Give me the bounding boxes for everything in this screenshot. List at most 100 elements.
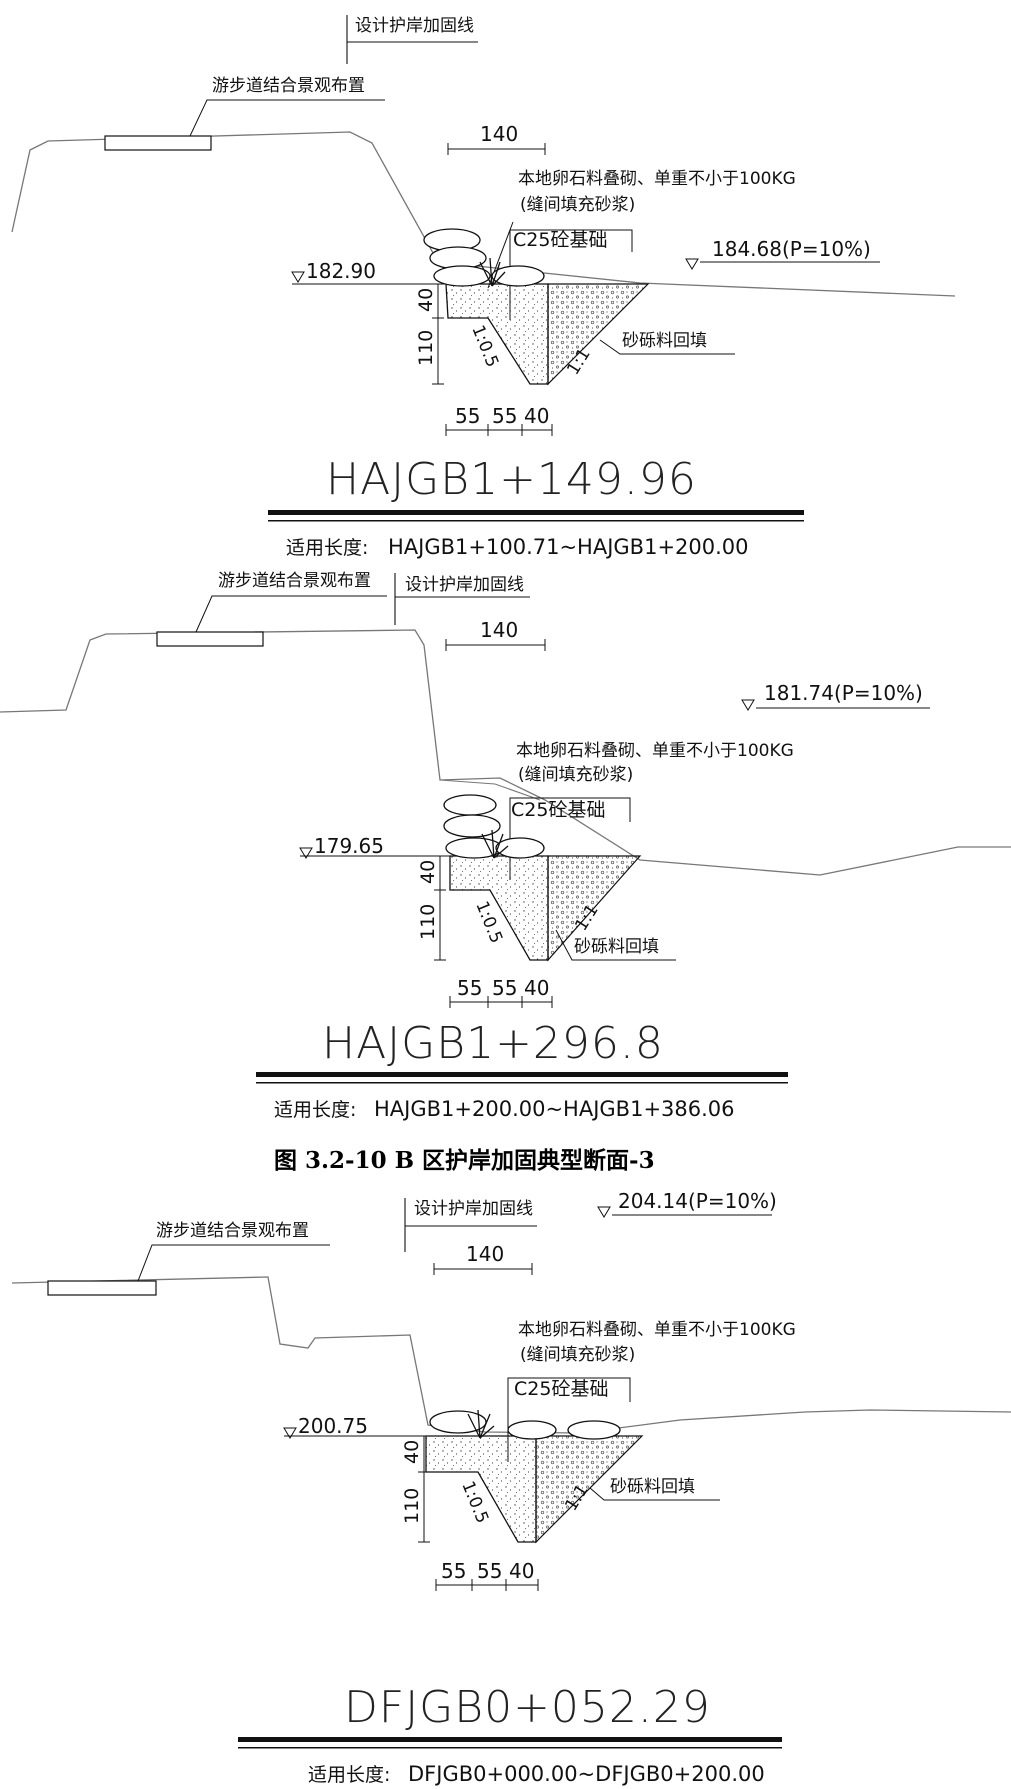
walkway-slab xyxy=(47,1280,157,1296)
title-underline-thick xyxy=(256,1072,788,1077)
title-underline-thin xyxy=(256,1082,788,1084)
concrete-foundation xyxy=(449,855,549,961)
bottom-dim-2: 55 xyxy=(492,404,517,428)
bottom-dim-3: 40 xyxy=(524,976,549,1000)
top-dim-label: 40 xyxy=(415,288,437,312)
bottom-dim-1: 55 xyxy=(441,1559,466,1583)
width-label: 140 xyxy=(480,122,518,146)
stone-label: 本地卵石料叠砌、单重不小于100KG xyxy=(516,741,794,761)
bottom-dim-1: 55 xyxy=(457,976,482,1000)
bottom-dimension xyxy=(445,424,553,436)
gravel-backfill xyxy=(547,855,642,962)
plant-symbol xyxy=(467,1409,495,1439)
stone-label: 本地卵石料叠砌、单重不小于100KG xyxy=(518,1320,796,1340)
cobble-stones xyxy=(429,1410,621,1440)
section-2: 游步道结合景观布置 设计护岸加固线 140 本地卵石料叠砌、单重不小于100KG… xyxy=(0,571,1011,1121)
station-title: HAJGB1+296.8 xyxy=(322,1018,664,1069)
left-elevation-marker xyxy=(291,271,305,283)
walkway-leader xyxy=(189,99,385,137)
left-elevation-label: 182.90 xyxy=(306,259,376,283)
walkway-label: 游步道结合景观布置 xyxy=(218,571,371,591)
stone-sublabel: (缝间填充砂浆) xyxy=(518,765,633,785)
flood-elevation-marker xyxy=(597,1206,611,1218)
gravel-backfill xyxy=(547,283,650,386)
stone-label: 本地卵石料叠砌、单重不小于100KG xyxy=(518,169,796,189)
top-dim-label: 40 xyxy=(417,860,439,884)
concrete-foundation xyxy=(445,283,549,385)
range-value: DFJGB0+000.00~DFJGB0+200.00 xyxy=(408,1762,765,1786)
ground-line xyxy=(11,1276,1011,1434)
title-underline-thin xyxy=(268,520,804,522)
section-1: 游步道结合景观布置 设计护岸加固线 140 本地卵石料叠砌、单重不小于100KG… xyxy=(11,15,956,559)
title-underline-thick xyxy=(268,510,804,515)
bottom-dim-2: 55 xyxy=(477,1559,502,1583)
bottom-dim-3: 40 xyxy=(524,404,549,428)
walkway-slab xyxy=(104,135,212,151)
foundation-label: C25砼基础 xyxy=(513,229,607,251)
backfill-label: 砂砾料回填 xyxy=(610,1477,695,1497)
design-line-label: 设计护岸加固线 xyxy=(355,16,474,36)
bottom-dim-1: 55 xyxy=(455,404,480,428)
width-label: 140 xyxy=(480,618,518,642)
design-line-marker xyxy=(394,573,530,625)
design-line-label: 设计护岸加固线 xyxy=(414,1199,533,1219)
bottom-dim-3: 40 xyxy=(509,1559,534,1583)
depth-dimension xyxy=(434,855,446,961)
cobble-stones xyxy=(423,228,545,287)
ground-line xyxy=(0,629,1011,876)
bottom-dimension xyxy=(449,996,553,1008)
flood-elevation-label: 184.68(P=10%) xyxy=(712,237,871,261)
title-underline-thick xyxy=(238,1737,782,1742)
foundation-label: C25砼基础 xyxy=(514,1378,608,1400)
plant-symbol xyxy=(479,257,506,287)
width-dimension xyxy=(433,1263,533,1275)
depth-dimension xyxy=(418,1435,430,1543)
depth-dim-label: 110 xyxy=(415,330,437,366)
left-elevation-label: 179.65 xyxy=(314,834,384,858)
design-line-label: 设计护岸加固线 xyxy=(405,575,524,595)
cobble-stones xyxy=(443,794,545,859)
backfill-leader xyxy=(599,339,735,355)
width-dimension xyxy=(445,639,546,651)
ground-line xyxy=(11,131,956,297)
left-elevation-marker xyxy=(283,1427,297,1439)
walkway-leader xyxy=(195,595,387,633)
figure-caption: 图 3.2-10 B 区护岸加固典型断面-3 xyxy=(274,1147,655,1174)
left-elevation-marker xyxy=(299,847,313,859)
range-label: 适用长度: xyxy=(308,1764,390,1786)
stone-sublabel: (缝间填充砂浆) xyxy=(520,1345,635,1365)
range-label: 适用长度: xyxy=(274,1099,356,1121)
foundation-label: C25砼基础 xyxy=(511,799,605,821)
plant-symbol xyxy=(481,829,509,859)
station-title: DFJGB0+052.29 xyxy=(344,1682,711,1733)
left-elevation-label: 200.75 xyxy=(298,1414,368,1438)
bottom-dimension xyxy=(435,1579,539,1591)
walkway-leader xyxy=(137,1244,330,1282)
design-line-marker xyxy=(346,15,478,64)
range-value: HAJGB1+100.71~HAJGB1+200.00 xyxy=(388,535,749,559)
backfill-label: 砂砾料回填 xyxy=(622,331,707,351)
section-3: 游步道结合景观布置 设计护岸加固线 204.14(P=10%) 140 本地卵石… xyxy=(11,1189,1011,1786)
range-label: 适用长度: xyxy=(286,537,368,559)
flood-elevation-label: 204.14(P=10%) xyxy=(618,1189,777,1213)
flood-elevation-label: 181.74(P=10%) xyxy=(764,681,923,705)
ground-line-inner xyxy=(439,779,541,801)
station-title: HAJGB1+149.96 xyxy=(326,454,697,505)
range-value: HAJGB1+200.00~HAJGB1+386.06 xyxy=(374,1097,735,1121)
title-underline-thin xyxy=(238,1747,782,1749)
flood-elevation-marker xyxy=(685,258,699,270)
bottom-dim-2: 55 xyxy=(492,976,517,1000)
width-dimension xyxy=(447,143,546,155)
depth-dim-label: 110 xyxy=(417,904,439,940)
stone-sublabel: (缝间填充砂浆) xyxy=(520,195,635,215)
foundation-leader xyxy=(507,1377,631,1462)
backfill-leader xyxy=(589,1487,720,1501)
design-line-marker xyxy=(404,1198,537,1252)
walkway-slab xyxy=(156,631,264,647)
top-dim-label: 40 xyxy=(401,1440,423,1464)
walkway-label: 游步道结合景观布置 xyxy=(212,76,365,96)
depth-dim-label: 110 xyxy=(401,1488,423,1524)
backfill-label: 砂砾料回填 xyxy=(574,937,659,957)
depth-dimension xyxy=(432,283,444,385)
